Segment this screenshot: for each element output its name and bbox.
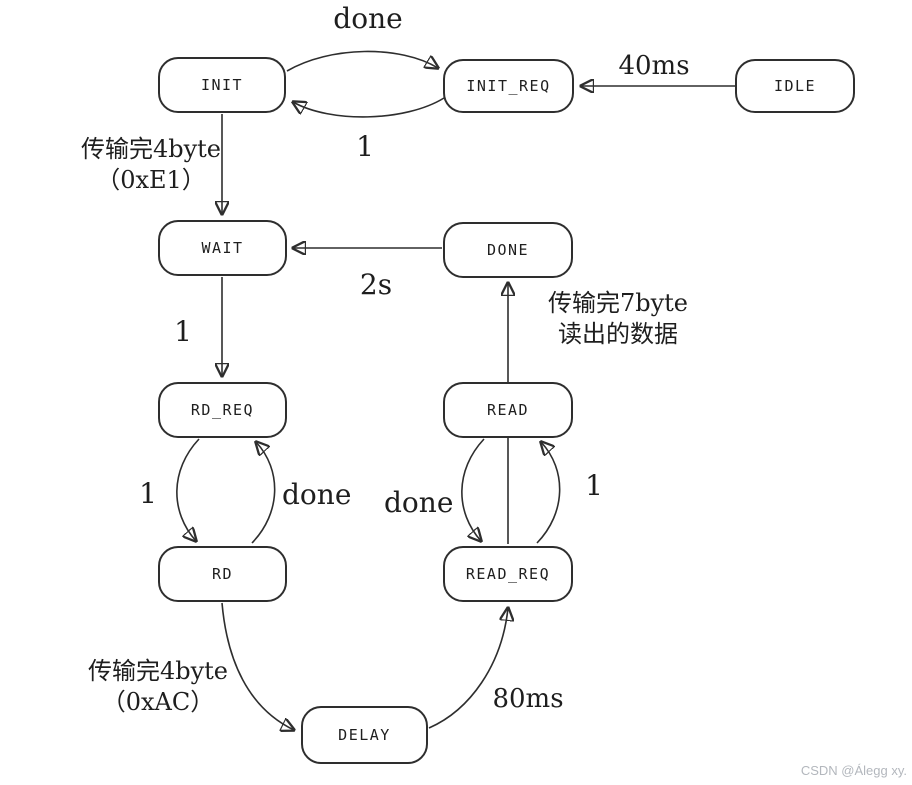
edge-label-delay-to-readreq: 80ms <box>492 684 564 714</box>
edge-label-init-to-wait-line2: （0xE1） <box>96 166 206 194</box>
edge-readreq-to-read <box>536 442 561 544</box>
state-read-req: READ_REQ <box>443 546 573 602</box>
state-idle: IDLE <box>735 59 855 113</box>
state-init: INIT <box>158 57 286 113</box>
edge-read-to-readreq <box>461 438 485 541</box>
edge-label-init-to-wait: 传输完4byte （0xE1） <box>55 134 247 196</box>
edge-label-init-to-wait-line1: 传输完4byte <box>80 135 222 163</box>
state-rd-req: RD_REQ <box>158 382 287 438</box>
state-wait: WAIT <box>158 220 287 276</box>
state-delay: DELAY <box>301 706 428 764</box>
state-rd-label: RD <box>211 565 234 583</box>
state-done-label: DONE <box>486 241 530 259</box>
edge-label-read-to-readreq: done <box>384 486 454 519</box>
edge-label-read-to-done-line2: 读出的数据 <box>558 320 678 348</box>
state-delay-label: DELAY <box>338 726 391 744</box>
edge-label-rd-to-delay-line2: （0xAC） <box>101 688 215 716</box>
edge-label-rd-to-delay: 传输完4byte （0xAC） <box>58 656 258 718</box>
state-read-req-label: READ_REQ <box>465 565 551 583</box>
state-read-label: READ <box>486 401 530 419</box>
state-wait-label: WAIT <box>201 239 244 257</box>
edge-label-read-to-done: 传输完7byte 读出的数据 <box>527 288 709 350</box>
edge-init-to-initreq <box>286 50 438 72</box>
edge-label-idle-to-initreq: 40ms <box>618 51 690 81</box>
csdn-watermark: CSDN @Álegg xy. <box>800 763 907 778</box>
edge-delay-to-readreq <box>428 608 508 729</box>
edge-label-init-to-initreq: done <box>333 2 403 35</box>
edge-label-read-to-done-line1: 传输完7byte <box>547 289 689 317</box>
edge-rdreq-to-rd <box>176 438 200 541</box>
state-init-req-label: INIT_REQ <box>466 77 551 95</box>
state-init-label: INIT <box>200 76 244 94</box>
edge-label-readreq-to-read: 1 <box>585 469 603 502</box>
edge-label-rd-to-delay-line1: 传输完4byte <box>87 657 229 685</box>
edge-rd-to-delay <box>221 602 294 730</box>
edge-label-rd-to-rdreq: done <box>282 478 352 511</box>
edge-initreq-to-init <box>293 97 445 118</box>
edge-label-initreq-to-init: 1 <box>356 130 374 163</box>
state-idle-label: IDLE <box>773 77 817 95</box>
edge-label-done-to-wait: 2s <box>359 268 393 301</box>
edge-label-wait-to-rdreq: 1 <box>174 315 192 348</box>
edge-label-rdreq-to-rd: 1 <box>139 477 157 510</box>
edge-rd-to-rdreq <box>251 442 276 544</box>
state-init-req: INIT_REQ <box>443 59 574 113</box>
state-rd-req-label: RD_REQ <box>190 401 255 419</box>
state-read: READ <box>443 382 573 438</box>
state-rd: RD <box>158 546 287 602</box>
state-done: DONE <box>443 222 573 278</box>
